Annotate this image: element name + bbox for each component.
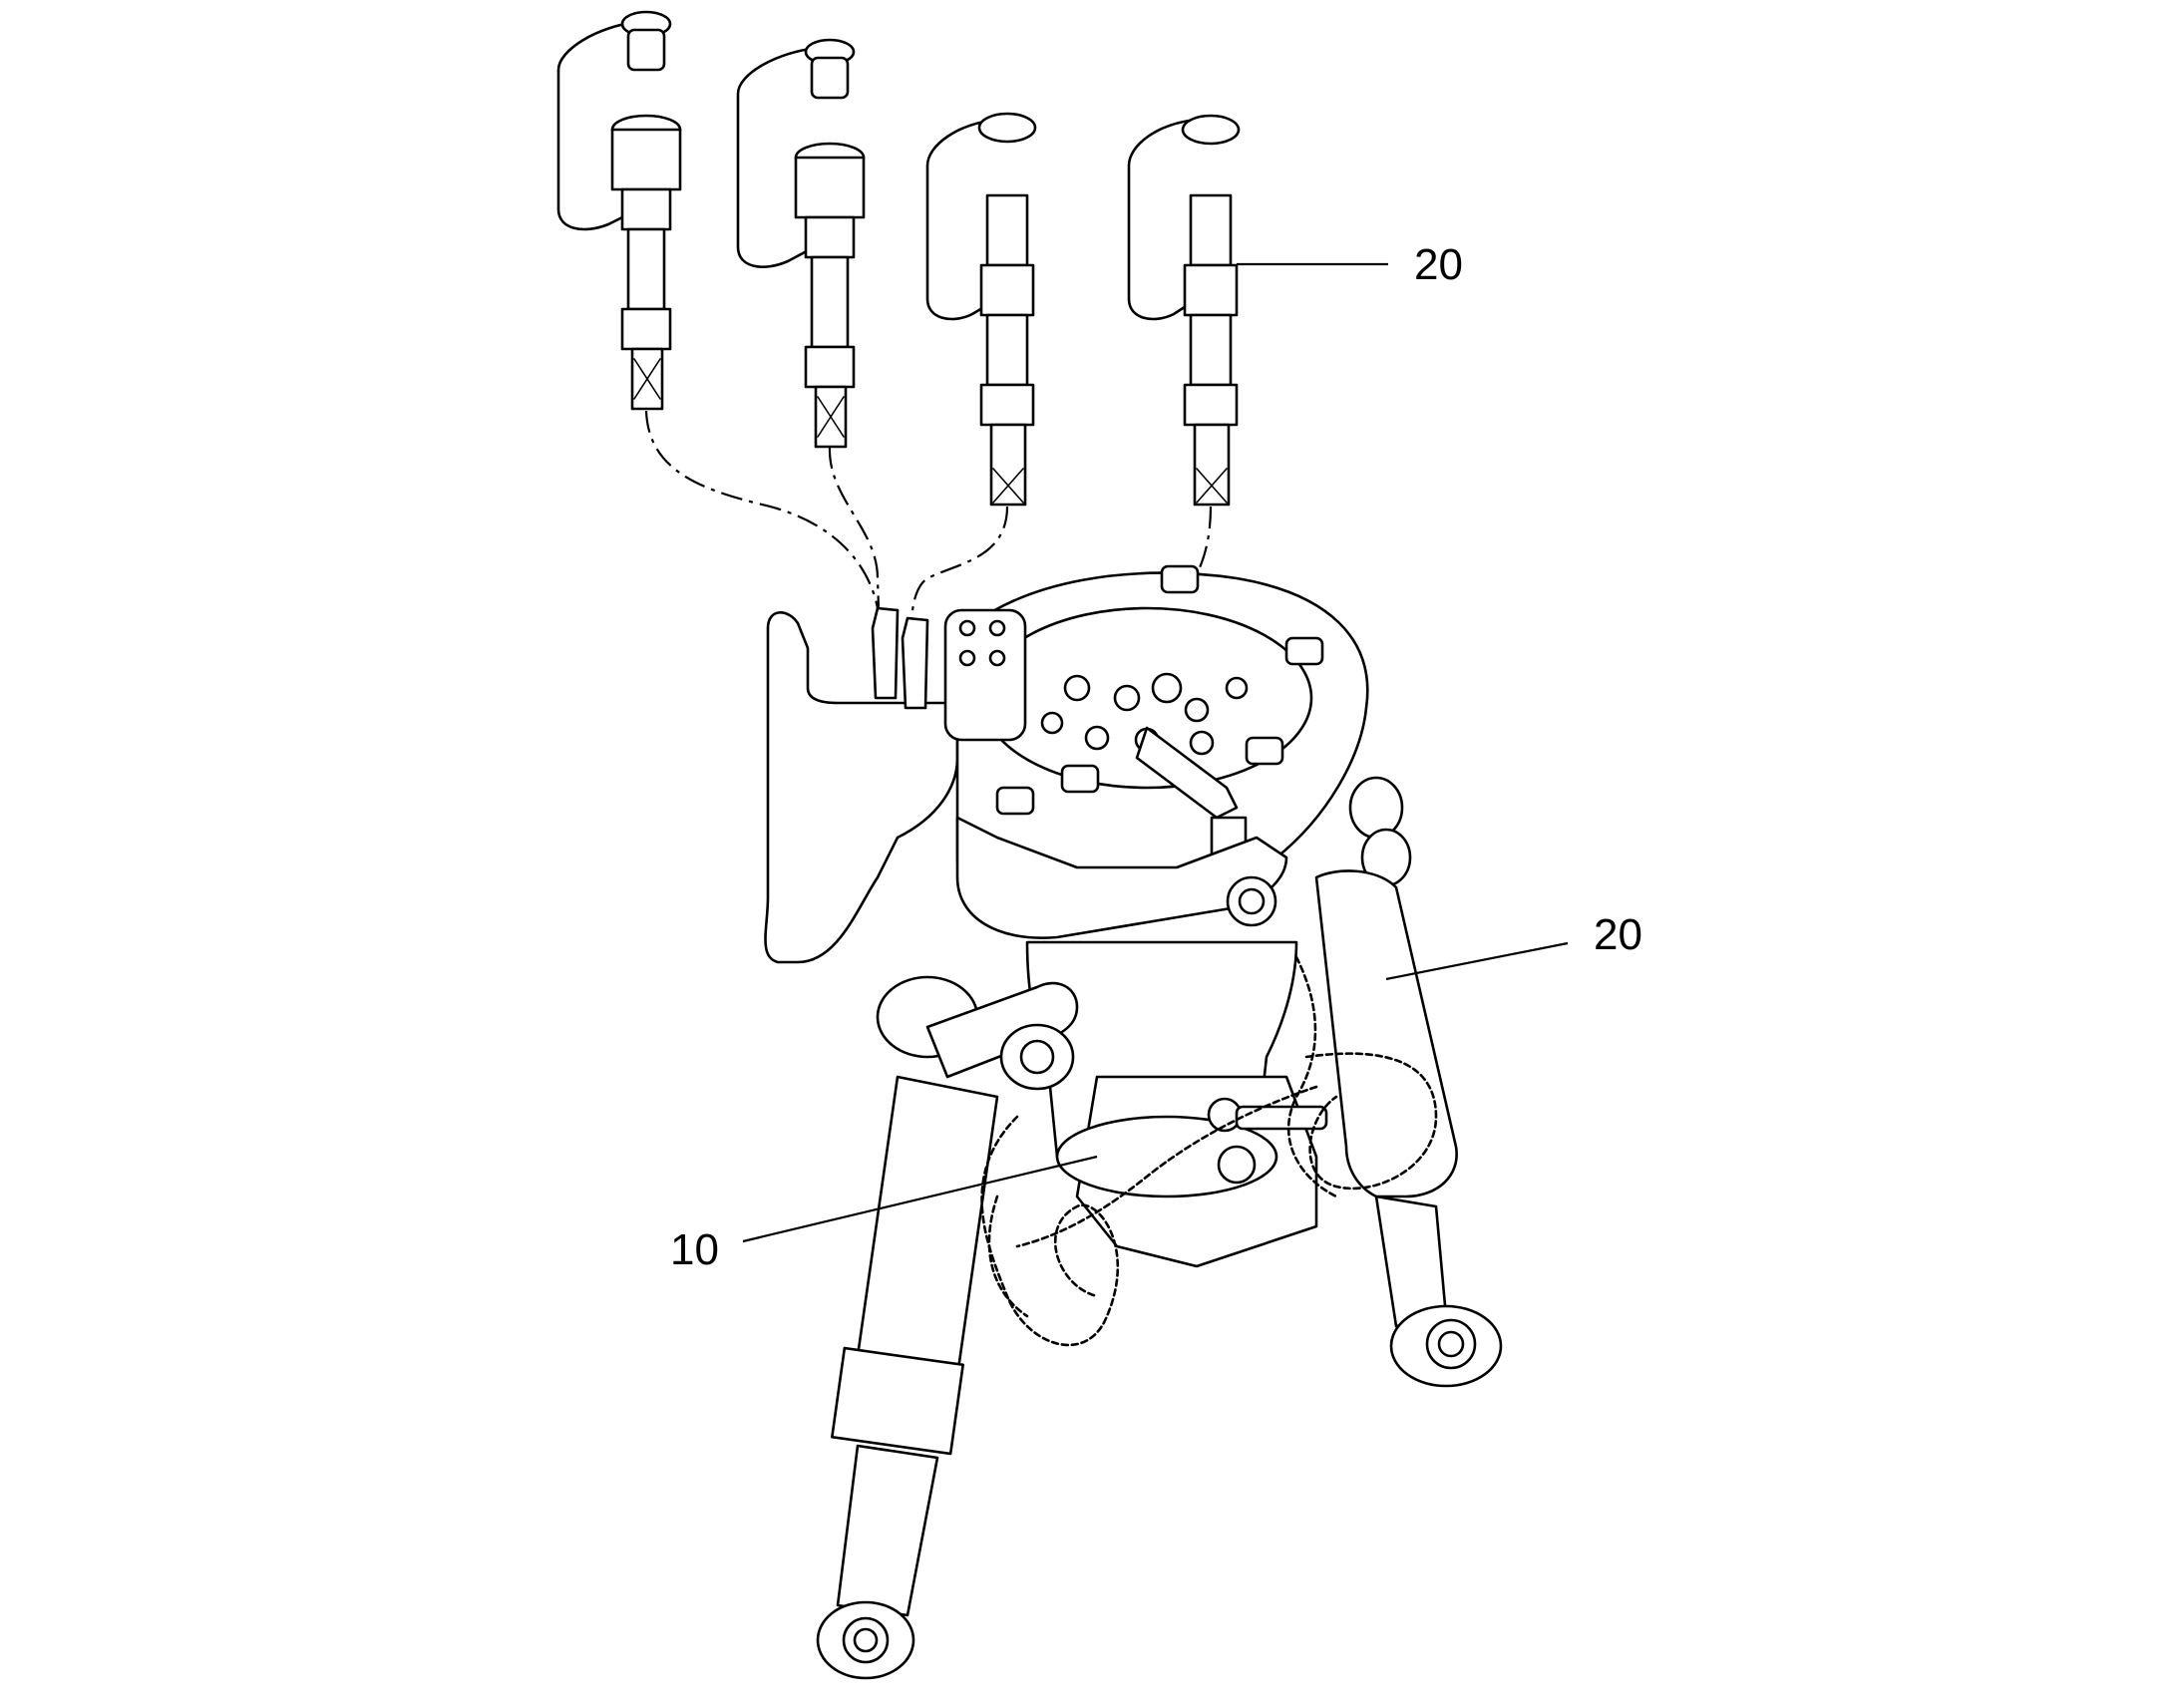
leader-line-leg (1385, 941, 1569, 981)
hose-coupler-3 (925, 112, 1037, 507)
hose-coupler-assemblies (556, 10, 1241, 507)
central-column (1025, 940, 1328, 1268)
support-legs (816, 776, 1503, 1680)
manifold-head (764, 564, 1369, 964)
reference-callouts: 20 20 10 (670, 240, 1642, 1274)
reference-label-hose: 20 (1414, 240, 1463, 289)
hose-coupler-4 (1127, 114, 1241, 507)
head-bolt-holes (1040, 672, 1249, 756)
hose-coupler-1 (556, 10, 682, 411)
coiled-hoses (980, 955, 1438, 1347)
reference-label-body: 10 (670, 1225, 719, 1274)
reference-label-leg: 20 (1594, 910, 1642, 959)
leg-right (1314, 776, 1503, 1388)
leader-line-body (742, 1155, 1098, 1243)
hose-coupler-2 (736, 38, 866, 449)
leg-left (816, 975, 1079, 1680)
